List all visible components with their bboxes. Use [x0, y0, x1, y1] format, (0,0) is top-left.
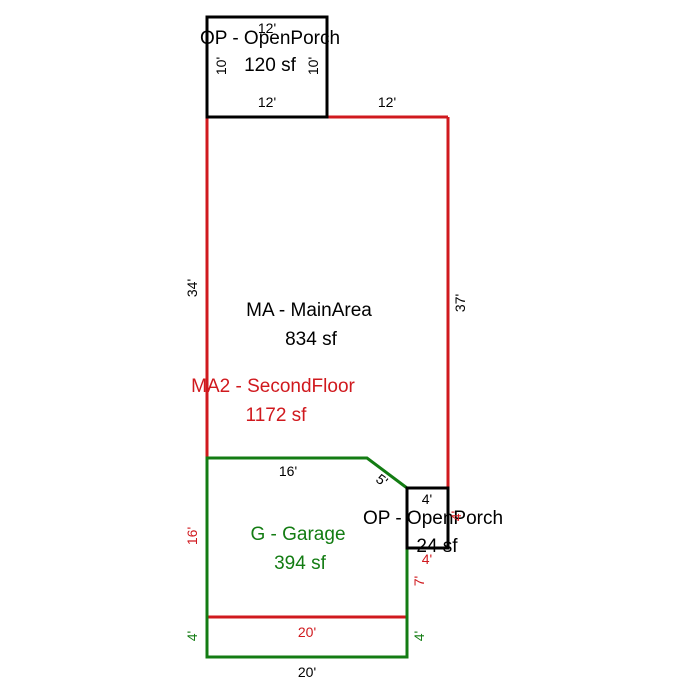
dim-garage-right: 7' [411, 576, 427, 586]
main-area-name: MA - MainArea [246, 300, 372, 321]
open-porch-top-outline [205, 15, 329, 119]
dim-green-bottom: 20' [298, 664, 316, 680]
garage-outline [205, 456, 409, 659]
dim-op-small-bottom: 4' [422, 551, 432, 567]
dim-op-top-top: 12' [258, 20, 276, 36]
dim-op-top-right: 10' [305, 57, 321, 75]
dim-op-top-bottom: 12' [258, 94, 276, 110]
dim-red-bottom: 20' [298, 624, 316, 640]
garage-size: 394 sf [274, 553, 326, 574]
dim-green-right-small: 4' [411, 631, 427, 641]
main-area-size: 834 sf [285, 329, 337, 350]
dim-main-top-right: 12' [378, 94, 396, 110]
dim-main-left: 34' [184, 279, 200, 297]
dim-garage-top: 16' [279, 463, 297, 479]
op-top-name: OP - OpenPorch [200, 28, 340, 49]
second-floor-size: 1172 sf [246, 405, 308, 426]
dim-op-small-top: 4' [422, 491, 432, 507]
open-porch-small-outline [405, 486, 450, 550]
garage-name: G - Garage [250, 524, 345, 545]
op-top-size: 120 sf [244, 55, 296, 76]
dim-garage-left: 16' [184, 527, 200, 545]
dim-op-small-right: 4' [448, 511, 464, 521]
op-small-name: OP - OpenPorch [363, 508, 503, 529]
dim-green-left-small: 4' [184, 631, 200, 641]
garage-perimeter [205, 456, 409, 659]
second-floor-name: MA2 - SecondFloor [191, 376, 355, 397]
op-small-size: 24 sf [416, 536, 458, 557]
dim-main-right: 37' [452, 294, 468, 312]
second-floor-outline [205, 115, 450, 619]
dim-op-top-left: 10' [213, 57, 229, 75]
